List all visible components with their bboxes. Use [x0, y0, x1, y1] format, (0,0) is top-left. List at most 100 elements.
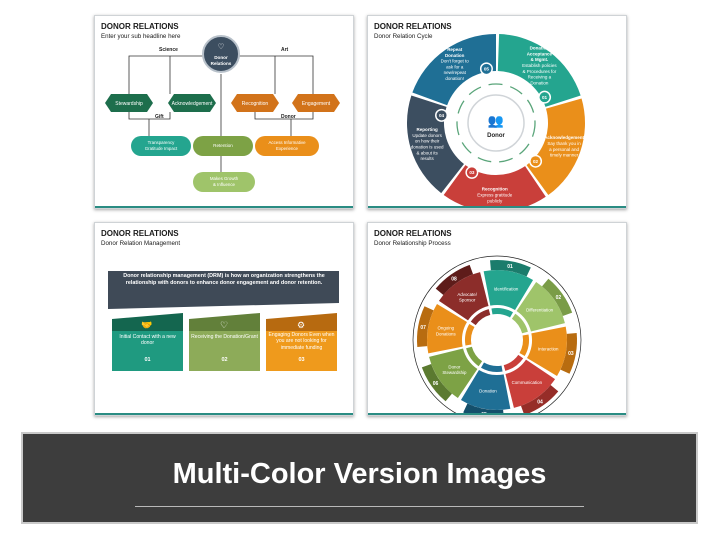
slide-donor-relation-cycle[interactable]: DONOR RELATIONS Donor Relation Cycle 👥 D… [367, 15, 627, 209]
stewardship-box[interactable] [105, 94, 153, 112]
process-step-01[interactable] [483, 270, 534, 310]
gift-label: Gift [155, 114, 164, 120]
donation-icon: ♡ [220, 320, 228, 330]
cycle-segment-02[interactable] [526, 98, 585, 196]
cycle-segment-text: new/repeat [444, 70, 467, 75]
banner-title: Multi-Color Version Images [172, 458, 547, 490]
process-tab [421, 363, 453, 402]
process-step-07[interactable] [427, 303, 467, 354]
process-step-04[interactable] [505, 359, 556, 408]
cycle-segment-text: & about its [417, 150, 439, 155]
cycle-segment-text: ask for a [446, 64, 464, 69]
cycle-segment-text: Donation [530, 80, 549, 85]
cycle-segment-text: Establish policies [522, 63, 557, 68]
engagement-box[interactable] [292, 94, 340, 112]
cycle-segment-05[interactable] [412, 34, 496, 106]
cycle-segment-text: Donation [445, 53, 465, 58]
slide-donor-relations-map[interactable]: DONOR RELATIONS Enter your sub headline … [94, 15, 354, 209]
engagement-label: Engagement [302, 101, 331, 107]
cycle-segment-text: Reporting [417, 127, 438, 132]
makes-growth-box[interactable] [193, 172, 255, 192]
process-step-03[interactable] [527, 326, 567, 377]
cycle-segment-text: Don't forget to [441, 59, 470, 64]
process-step-number: 02 [556, 295, 562, 301]
access-label: Access Informative [268, 140, 306, 145]
recognition-box[interactable] [231, 94, 279, 112]
cycle-segment-text: on how their [415, 139, 440, 144]
transparency-label: Gratitude Impact [145, 146, 178, 151]
center-label: Relations [211, 61, 232, 66]
banner-divider [135, 506, 584, 507]
card-engaging-donors[interactable]: ⚙ Engaging Donors Even when you are not … [266, 313, 337, 371]
handshake-icon: 🤝 [141, 320, 152, 330]
acknowledgement-label: Acknowledgement [172, 101, 213, 107]
process-step-label: Sponsor [459, 298, 476, 303]
process-tab [435, 264, 474, 296]
cycle-number: 04 [439, 113, 445, 118]
cycle-segment-text: publicly [487, 198, 503, 203]
slide-title: DONOR RELATIONS [101, 22, 179, 31]
access-label: Experience [276, 146, 299, 151]
process-tab [417, 306, 434, 347]
process-step-label: Communication [512, 380, 543, 385]
engagement-icon: ⚙ [297, 320, 305, 330]
management-shapes [108, 297, 339, 309]
card-number: 02 [221, 357, 228, 363]
slide-donor-relationship-process[interactable]: DONOR RELATIONS Donor Relationship Proce… [367, 222, 627, 416]
donor-relations-map-diagram: ♡ Donor Relations Science Art Gift Donor… [105, 35, 340, 192]
donor-hub [467, 94, 525, 152]
cycle-segment-text: Recognition [482, 187, 508, 192]
cycle-segment-text: Say thank you in [547, 141, 581, 146]
card-receiving-donation[interactable]: ♡ Receiving the Donation/Grant 02 [189, 313, 260, 371]
heart-hand-icon: ♡ [218, 42, 225, 51]
transparency-box[interactable] [131, 136, 191, 156]
cycle-segment-01[interactable] [497, 34, 581, 107]
process-step-05[interactable] [460, 370, 511, 410]
process-step-label: Ongoing [437, 326, 454, 331]
process-step-number: 03 [568, 351, 574, 357]
cycle-segment-text: donation is used [411, 144, 444, 149]
stewardship-label: Stewardship [115, 101, 143, 107]
card-number: 03 [298, 357, 305, 363]
center-label: Donor [214, 55, 228, 60]
center-hub [202, 35, 240, 73]
cycle-number: 02 [533, 159, 539, 164]
donor-cycle-diagram: 👥 Donor Donation Acceptance& Mgmt.Establi… [407, 34, 585, 208]
cycle-segment-text: Acceptance [527, 51, 553, 56]
people-icon: 👥 [488, 113, 504, 128]
process-step-number: 01 [507, 264, 513, 270]
cycle-segment-text: & Mgmt. [530, 57, 548, 62]
slide-title: DONOR RELATIONS [101, 229, 179, 238]
cycle-segment-text: donation! [445, 76, 464, 81]
process-step-label: Donor [448, 365, 460, 370]
access-box[interactable] [255, 136, 319, 156]
retention-box[interactable] [193, 136, 253, 156]
card-text: Engaging Donors Even when you are not lo… [268, 332, 335, 351]
process-tab [520, 384, 559, 415]
acknowledgement-box[interactable] [168, 94, 216, 112]
card-number: 01 [144, 357, 151, 363]
card-initial-contact[interactable]: 🤝 Initial Contact with a new donor 01 [112, 313, 183, 371]
slide-donor-relation-management[interactable]: DONOR RELATIONS Donor Relation Managemen… [94, 222, 354, 416]
process-step-02[interactable] [516, 281, 565, 332]
process-tab [490, 260, 531, 277]
cycle-segment-text: timely manner [550, 153, 579, 158]
slide-subtitle: Donor Relation Cycle [374, 33, 433, 40]
retention-label: Retention [213, 143, 233, 148]
makes-growth-label: & Influence [213, 182, 236, 187]
process-step-08[interactable] [438, 272, 489, 321]
recognition-label: Recognition [242, 101, 269, 107]
process-step-06[interactable] [429, 348, 478, 399]
card-text: Receiving the Donation/Grant [191, 334, 258, 340]
cycle-segment-text: Update donors [412, 133, 442, 138]
process-step-number: 08 [451, 277, 457, 283]
cycle-segment-04[interactable] [407, 95, 464, 194]
process-step-label: Donations [436, 331, 457, 336]
cycle-segment-text: Express gratitude [477, 192, 513, 197]
description-text: Donor relationship management (DRM) is h… [123, 273, 325, 286]
slide-subtitle: Donor Relationship Process [374, 240, 451, 247]
slide-subtitle: Donor Relation Management [101, 240, 181, 247]
donor-hub-label: Donor [487, 133, 505, 139]
process-center [472, 315, 522, 365]
process-wheel-diagram: Identification01Differentiation02Interac… [412, 255, 582, 415]
